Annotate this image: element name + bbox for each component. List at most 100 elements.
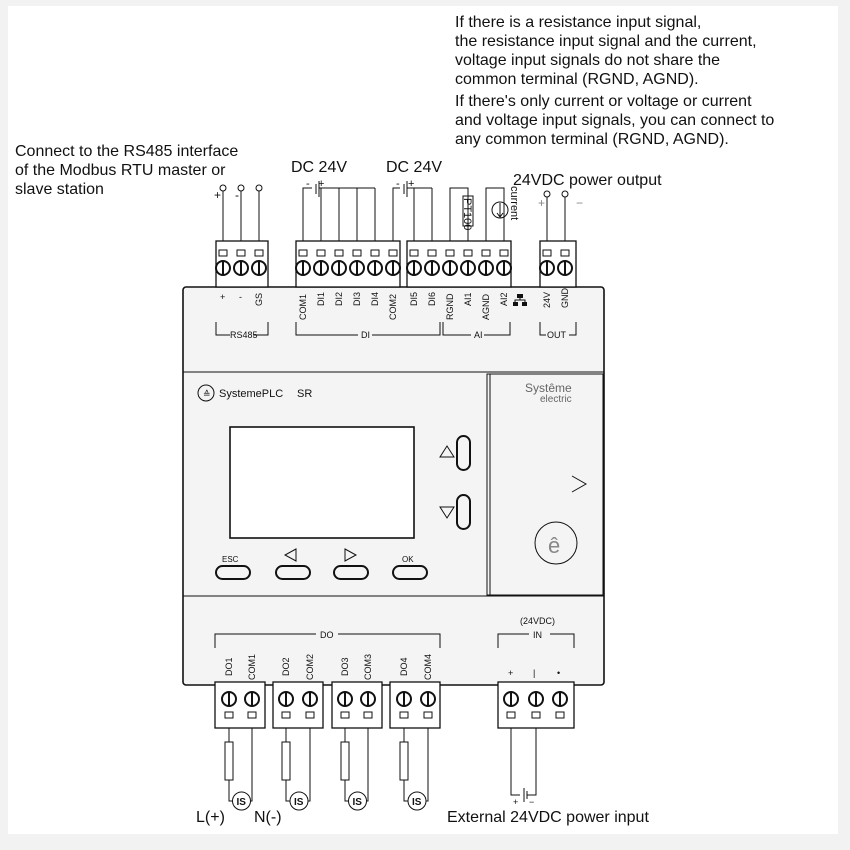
up-arrow-icon: [439, 445, 455, 458]
out-plus-mark: +: [538, 196, 545, 210]
do-load-circuit: IS: [399, 728, 429, 811]
down-arrow-icon: [439, 506, 455, 519]
do-pin-label: COM3: [363, 654, 373, 680]
di-pin-label: DI5: [409, 292, 419, 306]
di-pin-label: DI1: [316, 292, 326, 306]
wire-entry: [531, 711, 541, 719]
left-arrow-icon: [283, 548, 297, 562]
di-pin-label: DI6: [427, 292, 437, 306]
wire-entry: [247, 711, 257, 719]
rs485-pin-label: -: [239, 292, 242, 302]
ai-note-line: any common terminal (RGND, AGND).: [455, 131, 729, 148]
terminal-block-body: [272, 681, 324, 729]
e-logo-button[interactable]: [534, 521, 578, 565]
do-terminal-block: [272, 681, 324, 729]
rs485-note-line: Connect to the RS485 interface: [15, 143, 238, 160]
do-terminal-block: [331, 681, 383, 729]
wire-entry: [218, 249, 228, 257]
ai-note-line: If there is a resistance input signal,: [455, 14, 701, 31]
right-brand-bottom: electric: [540, 394, 572, 405]
battery-minus-mark: -: [396, 178, 400, 190]
di-pin-label: DI3: [352, 292, 362, 306]
do-pin-label: DO1: [224, 657, 234, 676]
out-terminal-block: [539, 240, 577, 288]
wiring-diagram: If there is a resistance input signal, t…: [15, 14, 774, 826]
load-resistor: [224, 741, 234, 781]
load-source-icon: [232, 791, 251, 811]
wire-entry: [224, 711, 234, 719]
rs485-pin-label: +: [220, 292, 225, 302]
power-output-label: 24VDC power output: [513, 172, 662, 189]
in-pin-label: |: [533, 668, 535, 678]
di-ai-terminal-block: [406, 240, 512, 288]
battery-plus-mark: +: [318, 178, 324, 190]
wire-entry: [409, 249, 419, 257]
right-arrow-icon: [344, 548, 358, 562]
ai-group-label: AI: [474, 330, 483, 340]
terminal-block-body: [331, 681, 383, 729]
terminal-block-body: [214, 681, 266, 729]
wire-entry: [399, 711, 409, 719]
wire-entry: [463, 249, 473, 257]
di-pin-label: DI2: [334, 292, 344, 306]
down-button[interactable]: [456, 494, 471, 530]
right-button[interactable]: [333, 565, 369, 580]
wire-entry: [316, 249, 326, 257]
do-load-circuit: IS: [340, 728, 369, 811]
wire-entry: [499, 249, 509, 257]
do-pin-label: COM2: [305, 654, 315, 680]
di-pin-label: DI4: [370, 292, 380, 306]
wire-entry: [298, 249, 308, 257]
dc24v-label-di1: DC 24V: [291, 159, 347, 176]
current-label: current: [508, 186, 520, 220]
brand-logo-icon: [197, 384, 215, 402]
diagram-canvas: If there is a resistance input signal, t…: [8, 6, 838, 834]
power-input-label: External 24VDC power input: [447, 809, 649, 826]
wire-entry: [555, 711, 565, 719]
brand-logo-glyph: ≙: [203, 389, 211, 399]
esc-label: ESC: [222, 555, 239, 564]
load-symbol: IS: [412, 797, 422, 808]
wire-entry: [427, 249, 437, 257]
rs485-pin-label: GS: [254, 293, 264, 306]
ai-note-line: voltage input signals do not share the: [455, 52, 720, 69]
input-power-wiring: [510, 728, 537, 802]
wire-entry: [560, 249, 570, 257]
load-source-icon: [348, 791, 367, 811]
rs485-note-line: slave station: [15, 181, 104, 198]
ai-note-line: If there's only current or voltage or cu…: [455, 93, 752, 110]
wire-entry: [363, 711, 373, 719]
rs485-group-label: RS485: [230, 330, 258, 340]
wire-entry: [305, 711, 315, 719]
neutral-label: N(-): [254, 809, 282, 826]
ai-pin-label: RGND: [445, 293, 455, 320]
network-icon: [513, 294, 527, 306]
e-logo-icon: ê: [548, 533, 560, 558]
model-name: SR: [297, 388, 312, 400]
left-button[interactable]: [275, 565, 311, 580]
top-wiring: [219, 181, 569, 241]
esc-button[interactable]: [215, 565, 251, 580]
rs485-terminal-block: [215, 240, 269, 288]
wire-entry: [370, 249, 380, 257]
wire-entry: [506, 711, 516, 719]
pt100-label: PT100: [461, 198, 473, 230]
dc24v-label-di2: DC 24V: [386, 159, 442, 176]
ai-pin-label: AI2: [499, 292, 509, 306]
up-button[interactable]: [456, 435, 471, 471]
wire-entry: [236, 249, 246, 257]
load-symbol: IS: [294, 797, 304, 808]
in-pin-label: •: [557, 668, 560, 678]
ok-label: OK: [402, 555, 414, 564]
load-symbol: IS: [353, 797, 363, 808]
battery-minus-mark: -: [306, 178, 310, 190]
do-terminal-block: [389, 681, 441, 729]
wire-entry: [352, 249, 362, 257]
load-resistor: [281, 741, 291, 781]
do-load-circuit: IS: [224, 728, 253, 811]
line-label: L(+): [196, 809, 225, 826]
ok-button[interactable]: [392, 565, 428, 580]
load-symbol: IS: [237, 797, 247, 808]
di-pin-label: COM2: [388, 294, 398, 320]
